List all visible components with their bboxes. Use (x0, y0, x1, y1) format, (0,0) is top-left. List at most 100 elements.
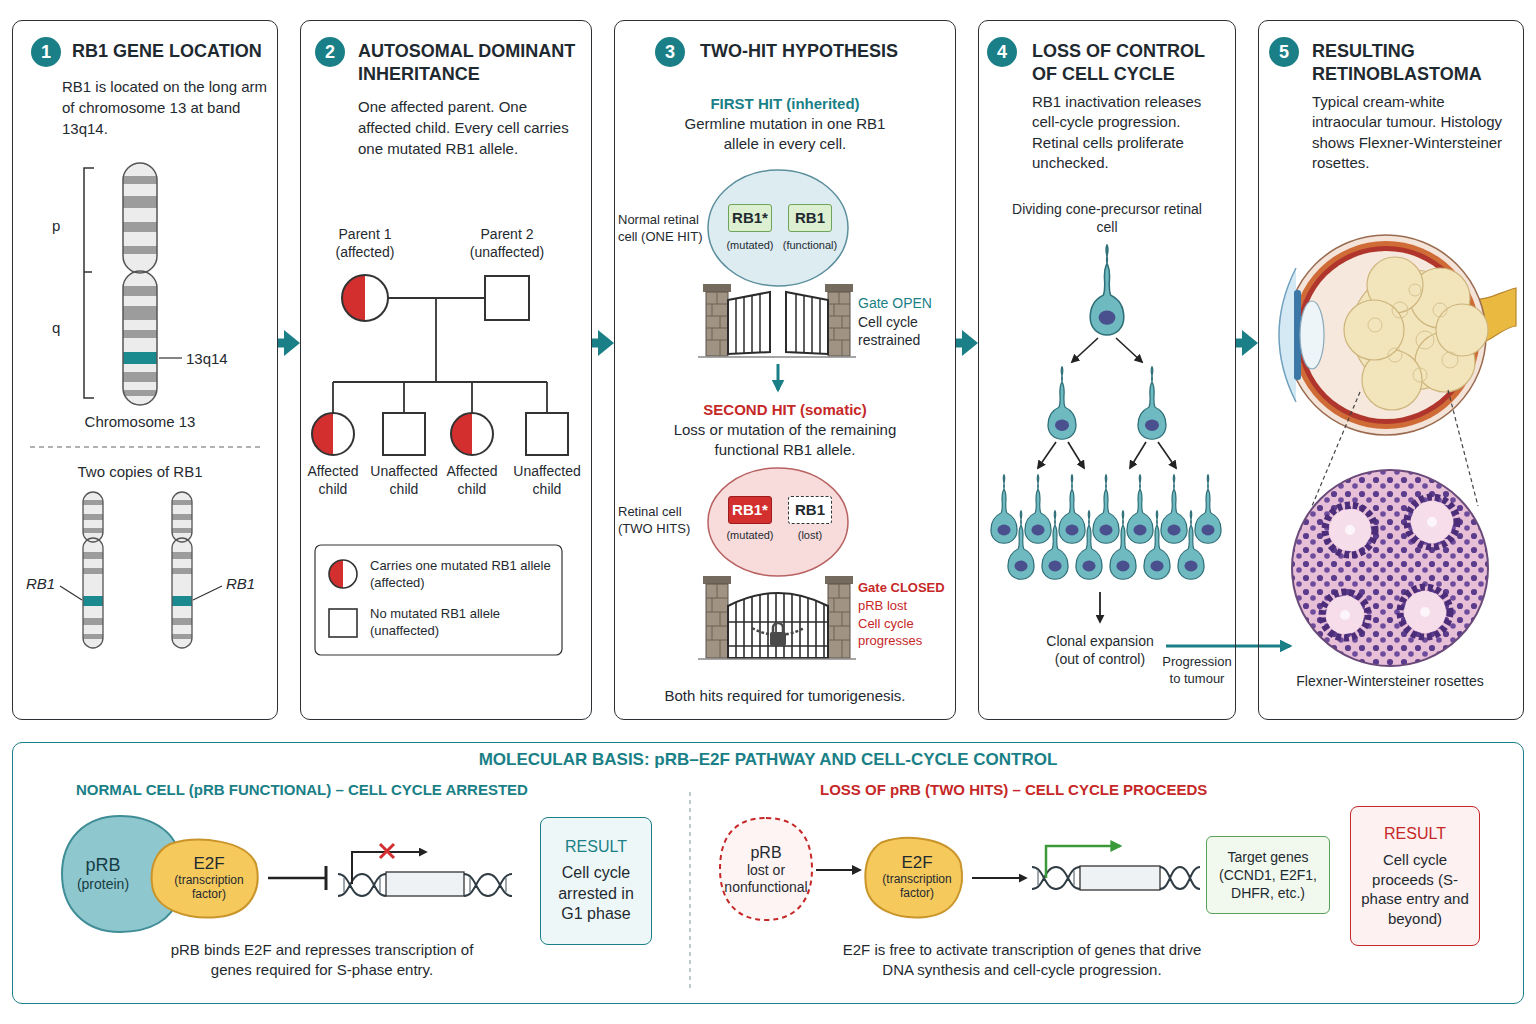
dividing-cells (991, 475, 1017, 543)
chromosome-13 (120, 372, 160, 382)
histology-rosettes (1411, 501, 1453, 543)
retinal-cell-one-hit (708, 170, 848, 286)
gate-label: Gate OPEN (858, 294, 952, 312)
pedigree (312, 413, 333, 455)
histology-rosettes (1290, 468, 1490, 668)
eye-with-tumour (1279, 235, 1516, 506)
eye-with-tumour (1368, 284, 1458, 382)
open-gate (828, 292, 850, 356)
dividing-cells (1090, 245, 1124, 335)
pedigree-label: Unaffected child (368, 462, 440, 498)
closed-gate (698, 658, 856, 660)
histology-rosettes (1325, 505, 1375, 555)
pedigree-label: Unaffected child (511, 462, 583, 498)
dividing-cells (1068, 442, 1084, 468)
dividing-cells (1025, 475, 1051, 543)
step-number-text: 5 (1279, 43, 1289, 61)
chromosome-pair (169, 596, 195, 606)
histology-rosettes (1326, 501, 1453, 634)
dividing-cells (1130, 442, 1146, 468)
dividing-cells (1059, 475, 1085, 543)
open-gate (706, 292, 728, 356)
closed-gate (698, 576, 856, 659)
shape-outline (865, 838, 962, 918)
protein-name: E2F (193, 854, 224, 874)
eye-with-tumour (1344, 300, 1404, 360)
chromosome-pair (169, 488, 195, 652)
chromosome-13 (120, 330, 160, 338)
allele-box: RB1* (728, 204, 772, 232)
panel-footer: Both hits required for tumorigenesis. (625, 686, 945, 706)
step-panel: LOSS OF CONTROL OF CELL CYCLERB1 inactiv… (978, 20, 1236, 720)
chromosome-pair (193, 586, 222, 600)
section-label: Two copies of RB1 (30, 462, 250, 482)
protein-shape: pRBlost or nonfunctional (716, 814, 816, 924)
protein-name: pRB (85, 855, 120, 877)
open-gate (828, 292, 850, 356)
dividing-cells (1076, 511, 1102, 579)
shape-outline (152, 840, 258, 918)
closed-gate (728, 622, 828, 646)
protein-note: (transcription factor) (874, 873, 960, 901)
pathway-drawing (1038, 871, 1074, 885)
pathway-drawing (972, 877, 1026, 879)
chromosome-pair (169, 488, 195, 652)
pedigree (342, 275, 365, 321)
dividing-cells (1048, 367, 1076, 439)
chromosome-pair (60, 586, 82, 600)
eye-with-tumour (1388, 348, 1402, 362)
chromosome-pair (80, 500, 106, 505)
gene-box: Target genes(CCND1, E2F1, DHFR, etc.) (1206, 836, 1330, 914)
panel-heading: TWO-HIT HYPOTHESIS (700, 40, 950, 63)
pedigree-label: Parent 1 (affected) (320, 225, 410, 261)
pedigree (312, 413, 354, 455)
open-gate (796, 294, 820, 354)
allele-name: RB1 (795, 210, 825, 227)
legend-frame (329, 609, 357, 637)
chromosome-pair (172, 538, 192, 648)
flow-arrow (278, 339, 286, 348)
panel-heading: RESULTING RETINOBLASTOMA (1312, 40, 1517, 85)
histology-label: Flexner-Wintersteiner rosettes (1295, 672, 1485, 690)
result-heading: RESULT (1384, 824, 1446, 844)
chromosome-13 (30, 446, 260, 447)
chromosome-pair (169, 618, 195, 625)
step-number: 3 (655, 37, 685, 67)
gene-list: (CCND1, E2F1, DHFR, etc.) (1213, 866, 1323, 902)
arm-label: p (52, 216, 60, 236)
eye-with-tumour (1436, 304, 1488, 356)
allele-name: RB1 (795, 502, 825, 519)
section-heading: NORMAL CELL (pRB FUNCTIONAL) – CELL CYCL… (76, 780, 528, 800)
pedigree (333, 382, 547, 413)
panel-body: One affected parent. One affected child.… (358, 96, 583, 159)
chromosome-pair (169, 500, 195, 505)
gate-note: Cell cycle progresses (858, 616, 946, 650)
protein-note: (transcription factor) (162, 874, 256, 902)
pedigree (342, 275, 388, 321)
gate-label: Gate CLOSED (858, 580, 954, 597)
dividing-cells (1038, 442, 1056, 468)
chromosome-pair (80, 618, 106, 625)
open-gate (728, 292, 770, 354)
open-gate (825, 284, 853, 292)
dividing-cells (1127, 475, 1153, 543)
open-gate (777, 364, 780, 390)
step-number: 2 (315, 37, 345, 67)
gene-label: RB1 (226, 574, 255, 594)
chromosome-pair (169, 634, 195, 639)
closed-gate (828, 584, 850, 658)
step-panel: RESULTING RETINOBLASTOMATypical cream-wh… (1258, 20, 1524, 720)
cell-label: Dividing cone-precursor retinal cell (1012, 200, 1202, 236)
step-panel: RB1 GENE LOCATIONRB1 is located on the l… (12, 20, 278, 720)
histology-rosettes (1400, 587, 1450, 637)
pathway-drawing (352, 852, 426, 884)
pedigree-label: Affected child (300, 462, 366, 498)
retinal-cell-two-hits (708, 468, 848, 576)
allele-note: (functional) (780, 238, 840, 252)
histology-rosettes (1427, 517, 1437, 527)
eye-with-tumour (1344, 257, 1488, 410)
dividing-cells (1110, 511, 1136, 579)
gate-note: Cell cycle restrained (858, 313, 946, 349)
